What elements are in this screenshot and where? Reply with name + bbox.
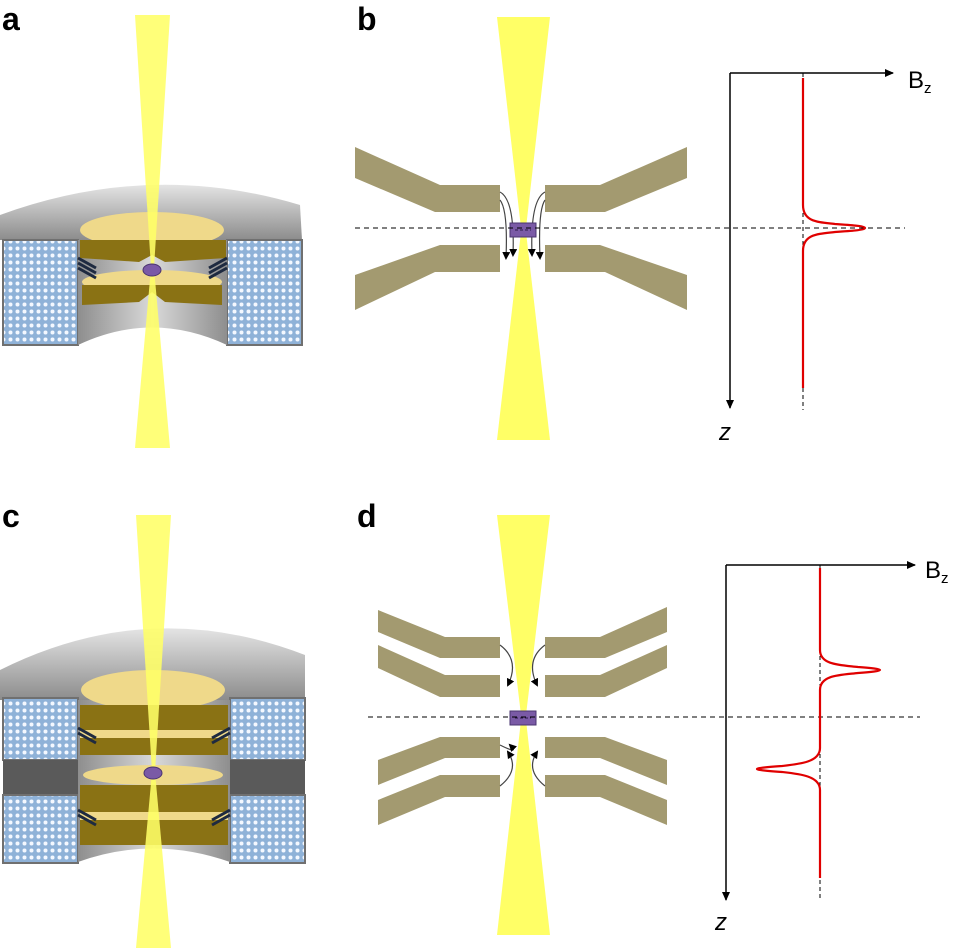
electrode-upper-left-2 — [378, 645, 500, 697]
coil-winding-right — [211, 726, 231, 827]
spacer-right — [230, 760, 305, 795]
laser-beam-lower — [135, 268, 170, 448]
lower-insert-body — [82, 285, 222, 305]
magnet-block-left — [2, 239, 79, 346]
field-lines — [499, 191, 546, 260]
electrode-upper-left-1 — [378, 610, 500, 658]
panel-d: d Bz z — [357, 498, 949, 936]
panel-c: c — [0, 498, 306, 948]
bz-axis-label: Bz — [925, 557, 949, 587]
magnet-block-right — [226, 239, 303, 346]
laser-beam-lower — [497, 720, 550, 935]
electrode-lower-left — [355, 245, 500, 310]
panel-a: a — [0, 1, 303, 448]
electrode-upper-right-1 — [545, 607, 667, 658]
electrode-upper-right — [545, 147, 687, 212]
magnet-block-upper-right — [229, 697, 306, 761]
magnet-block-upper-left — [2, 697, 79, 761]
z-axis-label: z — [714, 909, 727, 936]
magnet-block-lower-left — [2, 794, 79, 864]
panel-c-label: c — [2, 498, 20, 534]
bz-axis-label: Bz — [908, 67, 932, 97]
magnet-block-lower-right — [229, 794, 306, 864]
panel-b-label: b — [357, 1, 377, 37]
electrode-lower-left-2 — [378, 775, 500, 825]
laser-beam-lower — [136, 772, 171, 948]
spacer-left — [3, 760, 78, 795]
panel-a-label: a — [2, 1, 20, 37]
coil-winding-left — [77, 256, 97, 280]
field-profile-curve — [801, 78, 867, 388]
laser-beam-upper — [136, 515, 171, 772]
ion-marker — [142, 263, 162, 277]
field-profile-curve — [755, 568, 882, 878]
laser-beam-lower — [497, 232, 550, 440]
laser-beam-upper — [497, 17, 550, 228]
ion-marker — [143, 766, 163, 780]
electrode-upper-left — [355, 147, 500, 212]
field-lines — [499, 644, 546, 787]
panel-d-label: d — [357, 498, 377, 534]
laser-beam-upper — [497, 515, 550, 715]
coil-winding-left — [77, 726, 97, 827]
electrode-lower-left-1 — [378, 737, 500, 785]
laser-beam-upper — [135, 15, 170, 268]
electrode-upper-right-2 — [545, 645, 667, 697]
electrode-lower-right — [545, 245, 687, 310]
z-axis-label: z — [718, 419, 731, 446]
panel-b: b Bz z — [355, 1, 932, 446]
coil-winding-right — [208, 256, 228, 280]
electrode-lower-right-1 — [545, 737, 667, 785]
electrode-lower-right-2 — [545, 775, 667, 825]
